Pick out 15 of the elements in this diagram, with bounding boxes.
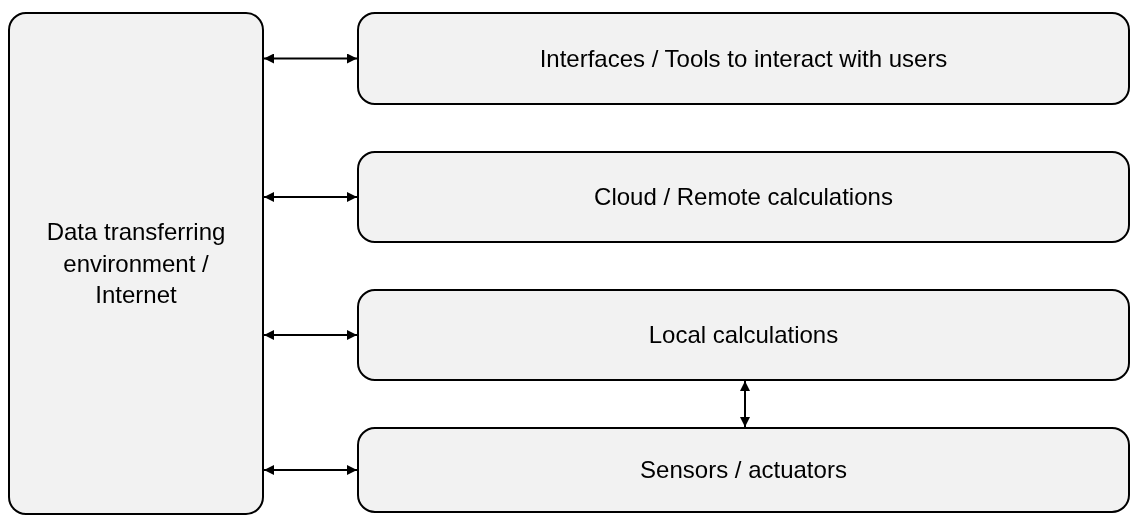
process-box	[357, 427, 1130, 513]
double-arrow	[263, 330, 358, 340]
box-label: Local calculations	[647, 320, 840, 351]
double-arrow	[263, 192, 358, 202]
double-arrow	[263, 53, 358, 64]
process-box	[357, 151, 1130, 243]
process-box	[357, 12, 1130, 105]
double-arrow	[263, 465, 358, 475]
network-box	[8, 12, 264, 515]
box-label: Data transferring environment / Internet	[45, 216, 227, 311]
box-label: Cloud / Remote calculations	[593, 182, 894, 213]
box-label: Interfaces / Tools to interact with users	[538, 43, 949, 74]
double-arrow	[740, 380, 750, 428]
process-box	[357, 289, 1130, 381]
box-label: Sensors / actuators	[639, 455, 848, 486]
